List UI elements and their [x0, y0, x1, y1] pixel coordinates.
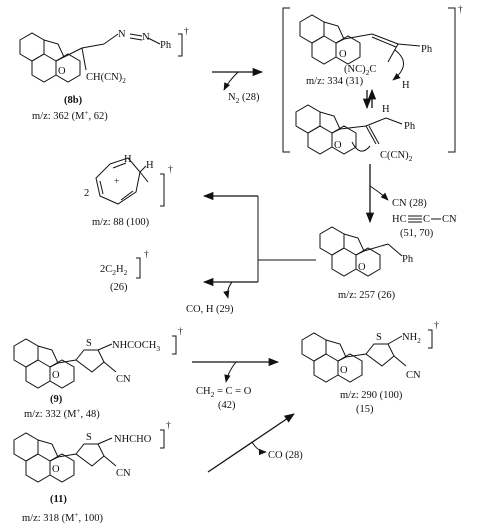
hccn-cn: CN: [442, 214, 457, 225]
cn-9: CN: [116, 374, 131, 385]
n-atom-1: N: [118, 29, 126, 40]
group-9: NHCOCH3: [112, 340, 160, 353]
vals-290: (15): [356, 404, 374, 415]
plus-charge: +: [114, 177, 119, 187]
structure-8b: O N N Ph † CH(CN)2 (8b) m/z: 362 (M+, 62…: [19, 27, 189, 122]
c2h2-values: (26): [110, 282, 128, 293]
coefficient-2: 2: [84, 188, 89, 199]
hccn-formula: HC C CN (51, 70): [392, 214, 457, 239]
structure-290: O S NH2 † CN m/z: 290 (100) (15): [301, 321, 439, 415]
o-atom-a: O: [339, 49, 347, 60]
o-atom-11: O: [52, 464, 60, 475]
structure-257: O Ph m/z: 257 (26): [319, 226, 414, 301]
structure-c2h2: 2C2H2 † (26): [100, 250, 149, 293]
o-atom-257: O: [358, 262, 366, 273]
loss-coh-label: CO, H (29): [186, 304, 234, 315]
structure-88: 2 H H + † m/z: 88 (100): [84, 154, 173, 228]
dagger-c2h2: †: [144, 250, 149, 260]
structure-11: O S NHCHO † CN (11) m/z: 318 (M+, 100): [13, 421, 171, 524]
mz-334: m/z: 334 (31): [306, 76, 364, 87]
phenyl-b: Ph: [404, 121, 416, 132]
mz-88: m/z: 88 (100): [92, 217, 150, 228]
arrow-loss-ketene: CH2 = C = O (42): [192, 357, 280, 411]
n-atom-2: N: [142, 32, 150, 43]
compound-label-11: (11): [50, 494, 67, 505]
hccn-c: C: [423, 214, 430, 225]
mz-257: m/z: 257 (26): [338, 290, 396, 301]
nh2-group: NH2: [402, 332, 421, 345]
substituent-label: CH(CN)2: [86, 72, 126, 85]
o-atom: O: [58, 66, 66, 77]
h-atom-b: H: [382, 104, 390, 115]
nc-group-a: (NC)2C: [344, 64, 376, 77]
phenyl-257: Ph: [402, 254, 414, 265]
mz-9: m/z: 332 (M+, 48): [24, 407, 100, 420]
mz-8b: m/z: 362 (M+, 62): [32, 109, 108, 122]
group-11: NHCHO: [114, 434, 152, 445]
c2h2-formula: 2C2H2: [100, 264, 128, 277]
cn-11: CN: [116, 468, 131, 479]
equilibrium-arrows: [362, 88, 377, 110]
phenyl-label: Ph: [160, 40, 172, 51]
loss-cn-label: CN (28): [392, 198, 427, 209]
o-atom-9: O: [52, 370, 60, 381]
arrow-loss-co: CO (28): [207, 413, 303, 473]
structure-intermediate-a: O Ph (NC)2C H m/z: 334 (31): [299, 14, 433, 91]
h-atom-88-top: H: [124, 154, 132, 165]
ketene-values: (42): [218, 400, 236, 411]
s-atom-9: S: [86, 338, 92, 349]
dagger-9: †: [178, 327, 183, 337]
intermediate-bracket: †: [282, 5, 463, 153]
hccn-values: (51, 70): [400, 228, 434, 239]
cn-290: CN: [406, 370, 421, 381]
h-atom-88-right: H: [146, 160, 154, 171]
arrow-loss-n2: N2 (28): [212, 67, 264, 105]
dagger-11: †: [166, 421, 171, 431]
o-atom-290: O: [340, 365, 348, 376]
mz-290: m/z: 290 (100): [340, 390, 403, 401]
loss-co-label: CO (28): [268, 450, 303, 461]
hccn-hc: HC: [392, 214, 407, 225]
dagger-intermediate: †: [458, 5, 463, 15]
h-atom-a: H: [402, 80, 410, 91]
branch-arrows: CO, H (29): [186, 191, 316, 315]
s-atom-290: S: [376, 332, 382, 343]
ketene-formula: CH2 = C = O: [196, 386, 252, 399]
structure-9: O S NHCOCH3 † CN (9) m/z: 332 (M+, 48): [13, 327, 183, 420]
dagger-290: †: [434, 321, 439, 331]
dagger-8b: †: [184, 27, 189, 37]
arrow-loss-cn: CN (28) HC C CN (51, 70): [365, 164, 457, 239]
ccn-group-b: C(CN)2: [380, 150, 413, 163]
compound-label-8b: (8b): [64, 95, 83, 106]
loss-n2-label: N2 (28): [228, 92, 260, 105]
compound-label-9: (9): [50, 394, 63, 405]
phenyl-a: Ph: [421, 44, 433, 55]
mz-11: m/z: 318 (M+, 100): [22, 511, 103, 524]
dagger-88: †: [168, 165, 173, 175]
s-atom-11: S: [86, 432, 92, 443]
o-atom-b: O: [334, 140, 342, 151]
structure-intermediate-b: O H Ph C(CN)2: [295, 104, 416, 163]
